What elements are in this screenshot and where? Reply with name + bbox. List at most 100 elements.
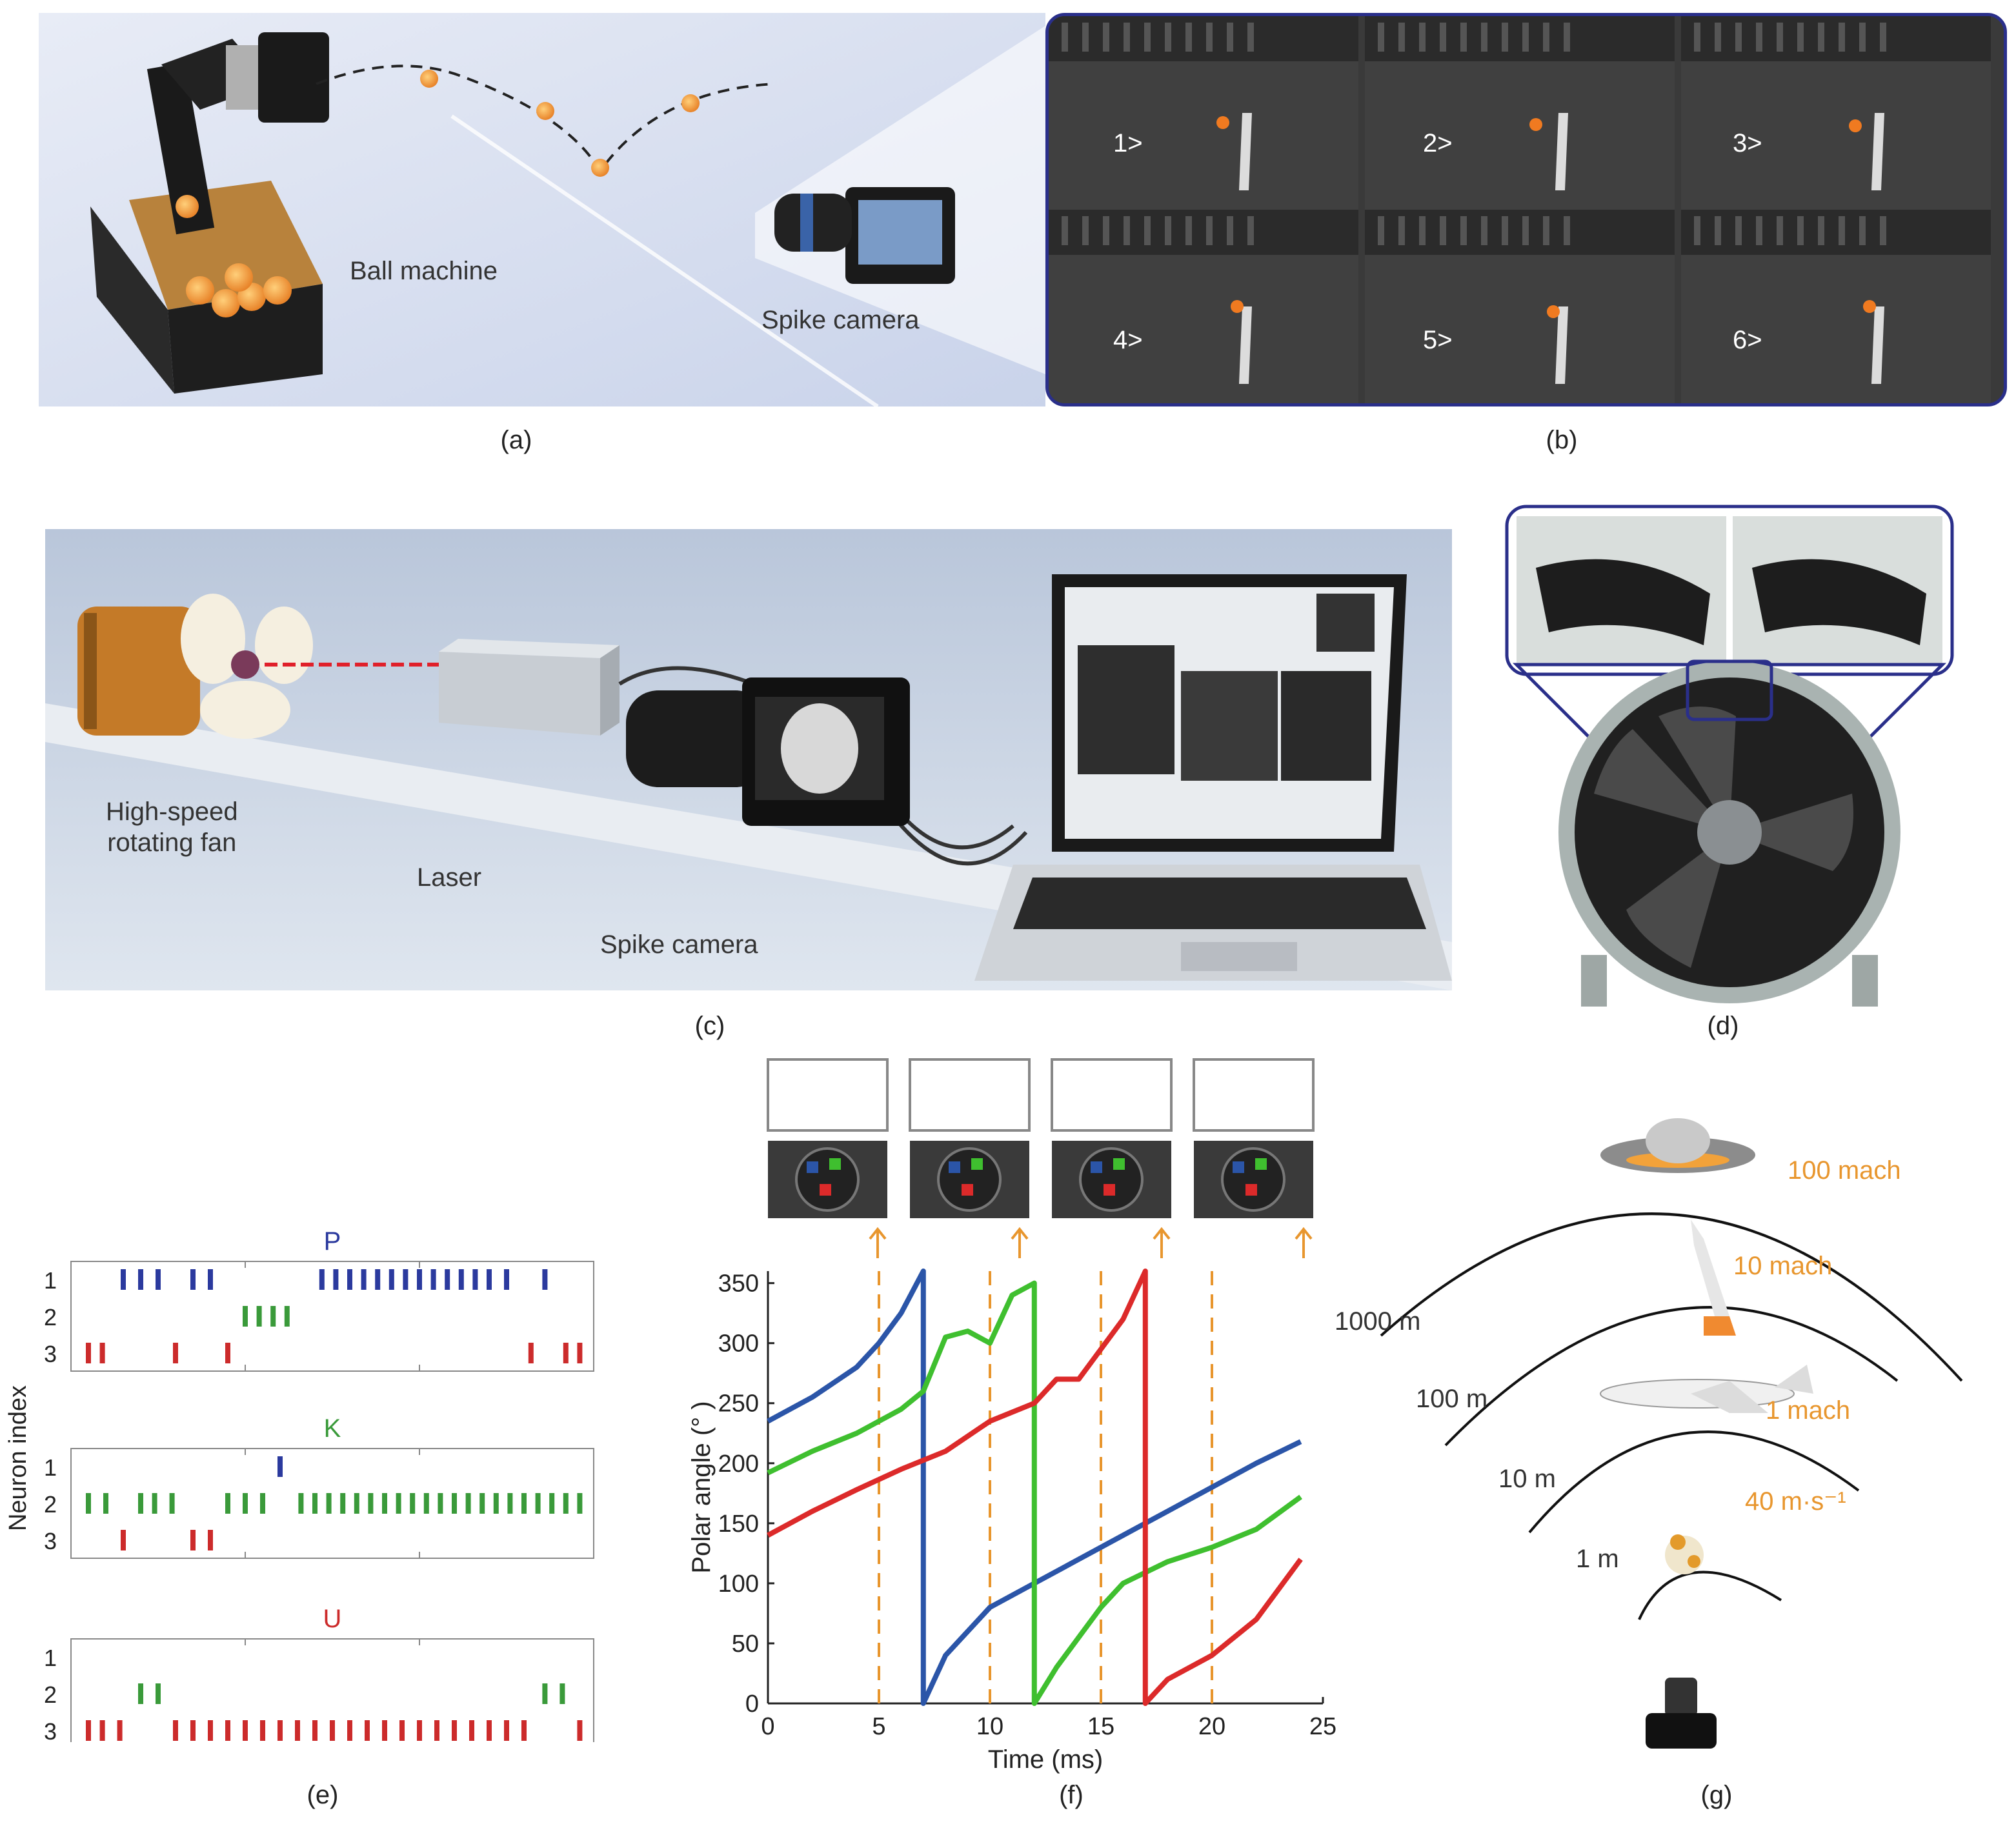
- frame-label-4: 4>: [1113, 326, 1143, 354]
- spike-mark: [103, 1493, 108, 1514]
- panel-f-caption: (f): [1059, 1781, 1084, 1809]
- chart-ylabel: Polar angle (° ): [687, 1401, 716, 1573]
- thumb-box-green: [1113, 1158, 1125, 1170]
- frame-ball: [1529, 118, 1542, 131]
- spike-mark: [243, 1720, 248, 1741]
- thumb-box-red: [1245, 1184, 1257, 1196]
- frame-post: [1871, 306, 1884, 384]
- spike-mark: [208, 1530, 213, 1550]
- spike-mark: [86, 1720, 91, 1741]
- spike-mark: [382, 1493, 387, 1514]
- spike-mark: [430, 1269, 436, 1290]
- spike-mark: [559, 1683, 565, 1704]
- panel-c-caption: (c): [694, 1012, 725, 1040]
- spike-mark: [169, 1493, 175, 1514]
- frame-slat: [1818, 216, 1824, 245]
- panel-e-caption: (e): [307, 1781, 339, 1809]
- frame-slat: [1419, 216, 1426, 245]
- panel-b-frame-grid: 1> 2> 3> 4> 5> 6>: [1045, 13, 2007, 406]
- spike-mark: [138, 1493, 143, 1514]
- spike-mark: [99, 1343, 105, 1363]
- spike-mark: [225, 1343, 230, 1363]
- spike-mark: [99, 1720, 105, 1741]
- spike-mark: [347, 1720, 352, 1741]
- spike-mark: [156, 1269, 161, 1290]
- panel-c-illustration: [45, 529, 1452, 990]
- x-tick-label: 20: [1198, 1713, 1225, 1740]
- spike-mark: [577, 1720, 583, 1741]
- frame-label-1: 1>: [1113, 129, 1143, 157]
- thumb-box-green: [829, 1158, 841, 1170]
- frame-slat: [1694, 23, 1700, 52]
- spike-mark: [396, 1493, 401, 1514]
- series-line: [767, 1280, 1302, 1706]
- thumb-box-red: [962, 1184, 973, 1196]
- airplane-icon: [1600, 1365, 1813, 1413]
- spike-mark: [434, 1720, 439, 1741]
- frame-slat: [1756, 216, 1762, 245]
- thumb-box-green: [1255, 1158, 1267, 1170]
- frame-slat: [1247, 23, 1254, 52]
- spike-mark: [260, 1720, 265, 1741]
- frame-slat: [1859, 216, 1866, 245]
- thumb-box-green: [971, 1158, 983, 1170]
- thumb-arrow-head: [869, 1227, 887, 1240]
- frame-slat: [1227, 23, 1233, 52]
- frame-slat: [1062, 23, 1068, 52]
- panel-f-thumbnails: [767, 1058, 1315, 1258]
- thumb-fan: [795, 1147, 860, 1212]
- spike-camera-label-c: Spike camera: [600, 930, 758, 959]
- frame-slat: [1082, 23, 1089, 52]
- frame-post: [1239, 113, 1252, 190]
- spike-mark: [542, 1683, 548, 1704]
- ufo-icon: [1600, 1118, 1755, 1173]
- spike-mark: [277, 1720, 283, 1741]
- y-tick-label: 100: [718, 1570, 759, 1598]
- frame-slat: [1460, 23, 1467, 52]
- spike-mark: [156, 1683, 161, 1704]
- frame-slat: [1880, 23, 1886, 52]
- spike-mark: [403, 1269, 408, 1290]
- frame-top-band: [1365, 16, 1675, 61]
- panel-d-caption: (d): [1707, 1012, 1739, 1040]
- frame-ball: [1216, 116, 1229, 129]
- y-tick-label: 300: [718, 1330, 759, 1358]
- thumb-spike-frame: [909, 1058, 1031, 1132]
- frame-top-band: [1049, 16, 1358, 61]
- thumb-spike-frame: [1193, 1058, 1315, 1132]
- spike-mark: [86, 1343, 91, 1363]
- frame-slat: [1206, 216, 1213, 245]
- spike-mark: [388, 1269, 394, 1290]
- spike-mark: [347, 1269, 352, 1290]
- neuron-index-label: 3: [44, 1341, 57, 1367]
- fan-label: High-speed rotating fan: [106, 798, 238, 857]
- frame-slat: [1227, 216, 1233, 245]
- ball-machine-icon: [90, 32, 329, 394]
- raster-box: [70, 1638, 594, 1742]
- thumb-box-blue: [1091, 1161, 1102, 1173]
- thumb-box-red: [820, 1184, 831, 1196]
- spike-mark: [225, 1720, 230, 1741]
- spike-mark: [295, 1720, 300, 1741]
- frame-post: [1555, 306, 1568, 384]
- spike-mark: [354, 1493, 359, 1514]
- x-tick-label: 25: [1309, 1713, 1336, 1740]
- spike-mark: [487, 1720, 492, 1741]
- thumb-box-blue: [807, 1161, 818, 1173]
- spike-mark: [493, 1493, 499, 1514]
- spike-mark: [138, 1269, 143, 1290]
- spike-mark: [298, 1493, 304, 1514]
- thumb-fan: [1079, 1147, 1144, 1212]
- spike-mark: [208, 1720, 213, 1741]
- spike-mark: [190, 1269, 196, 1290]
- y-tick-label: 250: [718, 1390, 759, 1418]
- speed-40ms: 40 m·s⁻¹: [1745, 1487, 1846, 1516]
- frame-slat: [1694, 216, 1700, 245]
- spike-camera-label-a: Spike camera: [761, 306, 920, 334]
- spike-mark: [438, 1493, 443, 1514]
- spike-mark: [563, 1493, 569, 1514]
- frame-slat: [1859, 23, 1866, 52]
- frame-slat: [1378, 216, 1384, 245]
- spike-mark: [361, 1269, 367, 1290]
- spike-mark: [465, 1493, 471, 1514]
